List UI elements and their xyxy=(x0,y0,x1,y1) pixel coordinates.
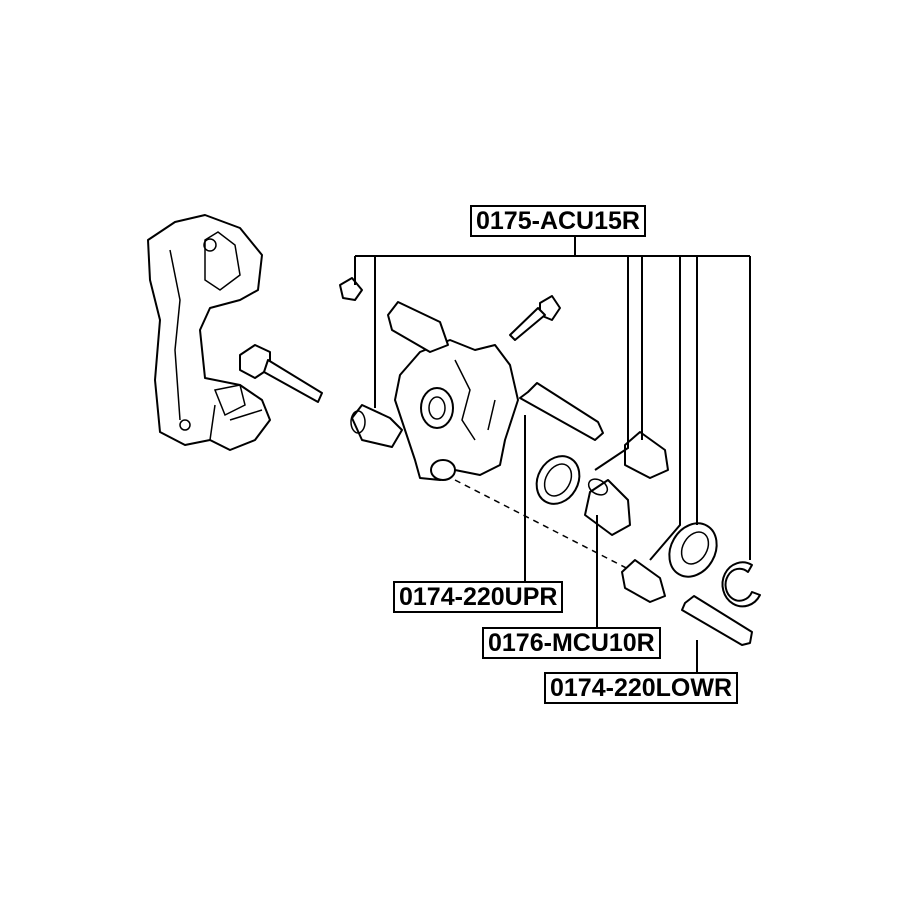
leader-lines xyxy=(354,236,751,673)
dust-boot xyxy=(624,431,669,479)
caliper-body xyxy=(387,301,519,481)
bleeder-screw xyxy=(509,295,561,341)
snap-ring xyxy=(721,561,761,608)
label-caliper-repair-kit: 0175-ACU15R xyxy=(470,205,646,237)
lower-guide-pin xyxy=(681,595,753,646)
piston-seal xyxy=(535,455,581,505)
caliper-bracket xyxy=(147,214,271,451)
upper-guide-pin xyxy=(519,382,604,441)
pin-boot-lower xyxy=(621,559,666,603)
label-upper-guide-pin: 0174-220UPR xyxy=(393,581,564,613)
piston-boot xyxy=(668,522,718,578)
label-lower-guide-pin: 0174-220LOWR xyxy=(544,672,739,704)
assembly-guide-line xyxy=(454,479,641,576)
bracket-bolt xyxy=(239,344,323,403)
bleeder-cap xyxy=(339,277,363,301)
pin-boot-upper xyxy=(350,404,403,448)
piston xyxy=(584,478,631,536)
label-piston: 0176-MCU10R xyxy=(482,627,661,659)
